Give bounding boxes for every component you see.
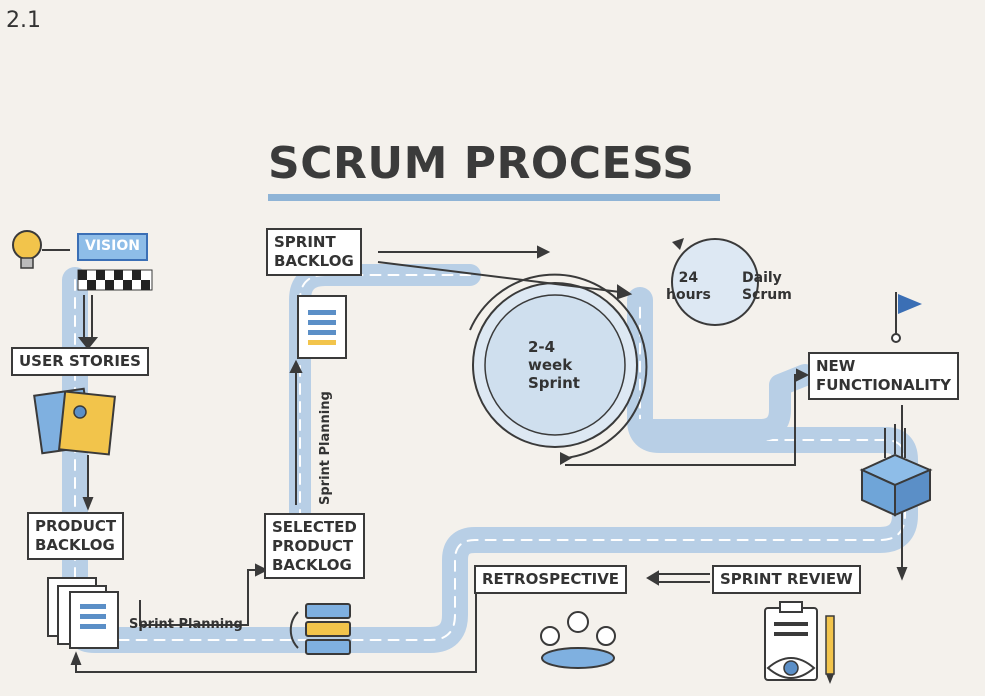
sprint-cycle-label: 2-4 week Sprint: [528, 338, 580, 392]
lightbulb-icon: [12, 230, 42, 269]
sprint-backlog-label: SPRINT BACKLOG: [266, 228, 362, 276]
new-functionality-label: NEW FUNCTIONALITY: [808, 352, 959, 400]
sprint-planning-label: Sprint Planning: [129, 617, 243, 632]
retrospective-label: RETROSPECTIVE: [474, 565, 628, 594]
user-story-cards-icon: [33, 387, 116, 456]
sprint-cycle: [469, 273, 648, 465]
daily-scrum-label: Daily Scrum: [742, 270, 792, 303]
user-stories-label: USER STORIES: [11, 347, 149, 376]
title-underline: [268, 194, 720, 201]
documents-icon: [47, 577, 119, 649]
daily-hours-label: 24 hours: [666, 270, 711, 303]
sprint-planning-vertical-label: Sprint Planning: [318, 391, 333, 505]
pencil-icon: [825, 615, 835, 684]
meeting-people-icon: [540, 611, 616, 669]
vision-label: VISION: [77, 233, 148, 261]
selected-product-backlog-label: SELECTED PRODUCT BACKLOG: [264, 513, 365, 580]
clipboard-eye-icon: [764, 601, 818, 681]
connectors: [42, 245, 908, 673]
flag-icon: [891, 292, 922, 343]
diagram-title: SCRUM PROCESS: [268, 138, 695, 189]
figure-number: 2.1: [6, 8, 41, 33]
product-backlog-label: PRODUCT BACKLOG: [27, 512, 125, 560]
document-icon: [297, 295, 347, 359]
finish-flag-pattern: [77, 269, 153, 291]
sprint-review-label: SPRINT REVIEW: [712, 565, 861, 594]
daily-scrum-loop: [671, 238, 759, 326]
stacked-blocks-icon: [289, 603, 351, 655]
box-icon: [859, 424, 933, 517]
